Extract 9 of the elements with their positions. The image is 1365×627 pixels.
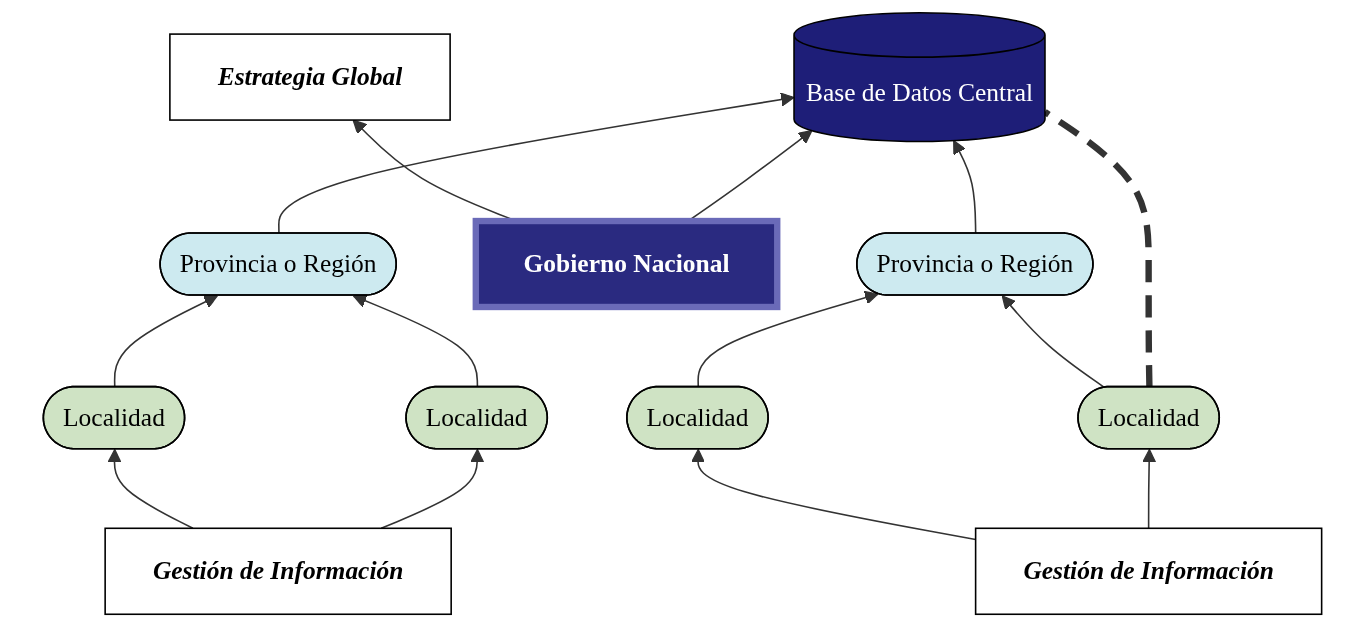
node-box: Gestión de Información bbox=[104, 527, 452, 616]
arrow bbox=[1001, 295, 1106, 389]
arrow bbox=[380, 448, 485, 530]
node-box: Gestión de Información bbox=[974, 527, 1323, 616]
node-box: Gobierno Nacional bbox=[472, 217, 781, 311]
node-box: Estrategia Global bbox=[169, 33, 451, 121]
arrow bbox=[1142, 448, 1157, 530]
arrow bbox=[107, 448, 194, 530]
connector bbox=[1043, 109, 1153, 388]
